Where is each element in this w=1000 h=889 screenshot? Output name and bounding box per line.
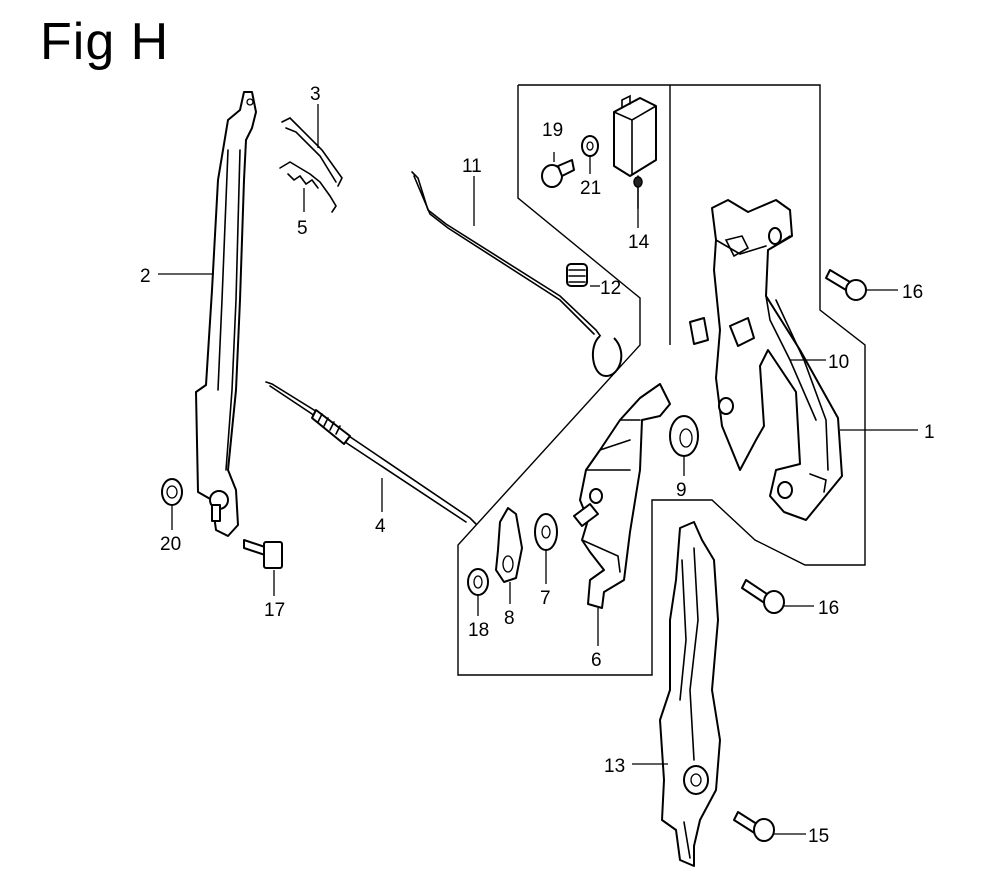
part-lever-13 <box>659 521 721 867</box>
callout-7: 7 <box>540 588 551 609</box>
callout-2: 2 <box>140 266 151 287</box>
part-rod-4 <box>265 381 477 525</box>
callout-5: 5 <box>297 218 308 239</box>
callout-13: 13 <box>604 756 625 777</box>
callout-16-lower: 16 <box>818 598 839 619</box>
part-bolt-17 <box>243 539 283 569</box>
callout-15: 15 <box>808 826 829 847</box>
part-cam-8 <box>495 507 523 583</box>
callout-19: 19 <box>542 120 563 141</box>
callout-17: 17 <box>264 600 285 621</box>
callout-6: 6 <box>591 650 602 671</box>
callout-9: 9 <box>676 480 687 501</box>
assembly-frame <box>457 84 866 676</box>
callout-1: 1 <box>924 422 935 443</box>
figure-title: Fig H <box>40 13 170 71</box>
part-nut-20 <box>161 478 183 506</box>
part-rod-11 <box>411 171 623 377</box>
leader-lines <box>158 104 918 835</box>
callout-labels: 1 2 3 4 5 6 7 8 9 10 11 12 13 14 15 16 1… <box>140 84 935 847</box>
callout-14: 14 <box>628 232 650 253</box>
callout-21: 21 <box>580 178 601 199</box>
part-spring-12 <box>566 263 588 287</box>
part-bolt-15 <box>733 811 775 842</box>
part-bolt-16-upper <box>825 269 867 301</box>
callout-4: 4 <box>375 516 386 537</box>
callout-20: 20 <box>160 534 181 555</box>
part-washer-21 <box>581 135 599 157</box>
part-bolt-16-lower <box>741 579 785 614</box>
part-lever-6 <box>573 383 671 609</box>
part-bolt-19 <box>541 159 575 188</box>
callout-16-upper: 16 <box>902 282 923 303</box>
part-lever-2 <box>195 91 257 537</box>
part-bracket-1 <box>689 199 843 521</box>
callout-8: 8 <box>504 608 515 629</box>
part-spring-5 <box>279 161 337 213</box>
part-washer-7 <box>534 513 558 551</box>
callout-11: 11 <box>462 156 482 177</box>
part-switch-14 <box>613 94 657 209</box>
callout-10: 10 <box>828 352 849 373</box>
callout-12: 12 <box>600 278 621 299</box>
part-arm-10 <box>765 295 817 421</box>
part-clip-3 <box>281 117 343 187</box>
callout-3: 3 <box>310 84 321 105</box>
part-nut-18 <box>467 568 489 596</box>
callout-18: 18 <box>468 620 489 641</box>
part-bushing-9 <box>669 415 699 457</box>
